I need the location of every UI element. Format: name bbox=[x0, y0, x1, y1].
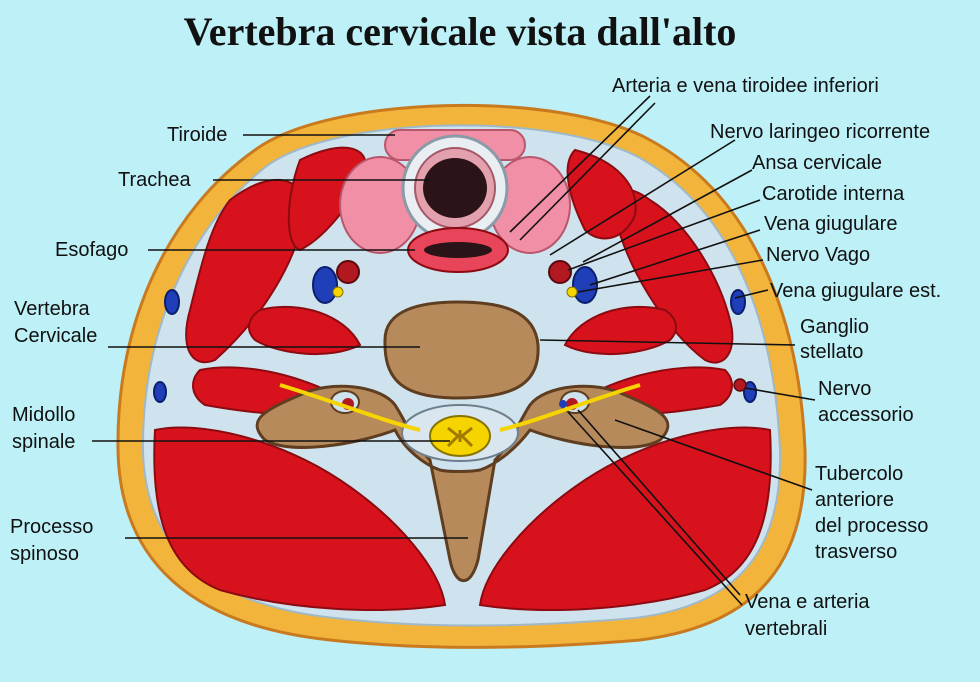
right-vertebral-vein bbox=[559, 400, 567, 408]
vertebral-body bbox=[383, 300, 540, 400]
label-midollo-spinale-line1: Midollo bbox=[12, 404, 76, 426]
right-jugular-vein bbox=[572, 266, 598, 304]
label-nervo-accessorio-line1: Nervo bbox=[818, 378, 872, 400]
label-arteria-vena-tiroidee: Arteria e vena tiroidee inferiori bbox=[612, 75, 879, 97]
label-tiroide: Tiroide bbox=[167, 124, 228, 146]
label-tubercolo-line2: anteriore bbox=[815, 489, 894, 511]
label-nervo-vago: Nervo Vago bbox=[766, 244, 871, 266]
label-vena-giugulare-est: Vena giugulare est. bbox=[770, 280, 942, 302]
label-processo-spinoso-line1: Processo bbox=[10, 516, 94, 538]
esophagus-lumen bbox=[424, 242, 492, 258]
right-spinal-nerve bbox=[499, 383, 641, 432]
left-scalene-muscle bbox=[248, 306, 362, 355]
label-nervo-accessorio-line2: accessorio bbox=[818, 404, 914, 426]
left-spinal-nerve bbox=[279, 383, 421, 432]
right-accessory-vessel bbox=[743, 381, 757, 403]
label-vena-arteria-vertebrali-line2: vertebrali bbox=[745, 618, 828, 640]
right-accessory-artery bbox=[733, 378, 747, 392]
right-ext-jugular-vein bbox=[730, 289, 746, 315]
label-tubercolo-line1: Tubercolo bbox=[815, 463, 904, 485]
label-ansa-cervicale: Ansa cervicale bbox=[752, 152, 883, 174]
right-strap-muscle bbox=[566, 148, 637, 240]
page-title: Vertebra cervicale vista dall'alto bbox=[183, 9, 737, 54]
label-tubercolo-line3: del processo bbox=[815, 515, 929, 537]
label-nervo-laringeo: Nervo laringeo ricorrente bbox=[710, 121, 931, 143]
label-vena-arteria-vertebrali-line1: Vena e arteria bbox=[745, 591, 870, 613]
left-carotid-artery bbox=[336, 260, 360, 284]
label-vena-giugulare: Vena giugulare bbox=[764, 213, 898, 235]
right-posterior-muscle bbox=[478, 426, 772, 611]
vertebral-arch bbox=[255, 384, 670, 583]
label-carotide-interna: Carotide interna bbox=[762, 183, 905, 205]
label-vertebra-cervicale-line2: Cervicale bbox=[14, 325, 98, 347]
left-posterior-muscle bbox=[153, 426, 447, 611]
left-vagus-nerve bbox=[332, 286, 344, 298]
label-processo-spinoso-line2: spinoso bbox=[10, 543, 79, 565]
label-tubercolo-line4: trasverso bbox=[815, 541, 898, 563]
label-ganglio-stellato-line1: Ganglio bbox=[800, 316, 869, 338]
label-trachea: Trachea bbox=[118, 169, 191, 191]
label-vertebra-cervicale-line1: Vertebra bbox=[14, 298, 90, 320]
label-esofago: Esofago bbox=[55, 239, 129, 261]
left-accessory-vessel bbox=[153, 381, 167, 403]
right-vagus-nerve bbox=[566, 286, 578, 298]
left-strap-muscle bbox=[287, 146, 367, 252]
label-ganglio-stellato-line2: stellato bbox=[800, 341, 864, 363]
spinal-cord-gray-matter bbox=[446, 426, 474, 448]
label-midollo-spinale-line2: spinale bbox=[12, 431, 76, 453]
left-ext-jugular-vein bbox=[164, 289, 180, 315]
leader-lines bbox=[92, 95, 816, 606]
left-jugular-vein bbox=[312, 266, 338, 304]
right-carotid-artery bbox=[548, 260, 572, 284]
trachea-lumen bbox=[423, 158, 487, 218]
